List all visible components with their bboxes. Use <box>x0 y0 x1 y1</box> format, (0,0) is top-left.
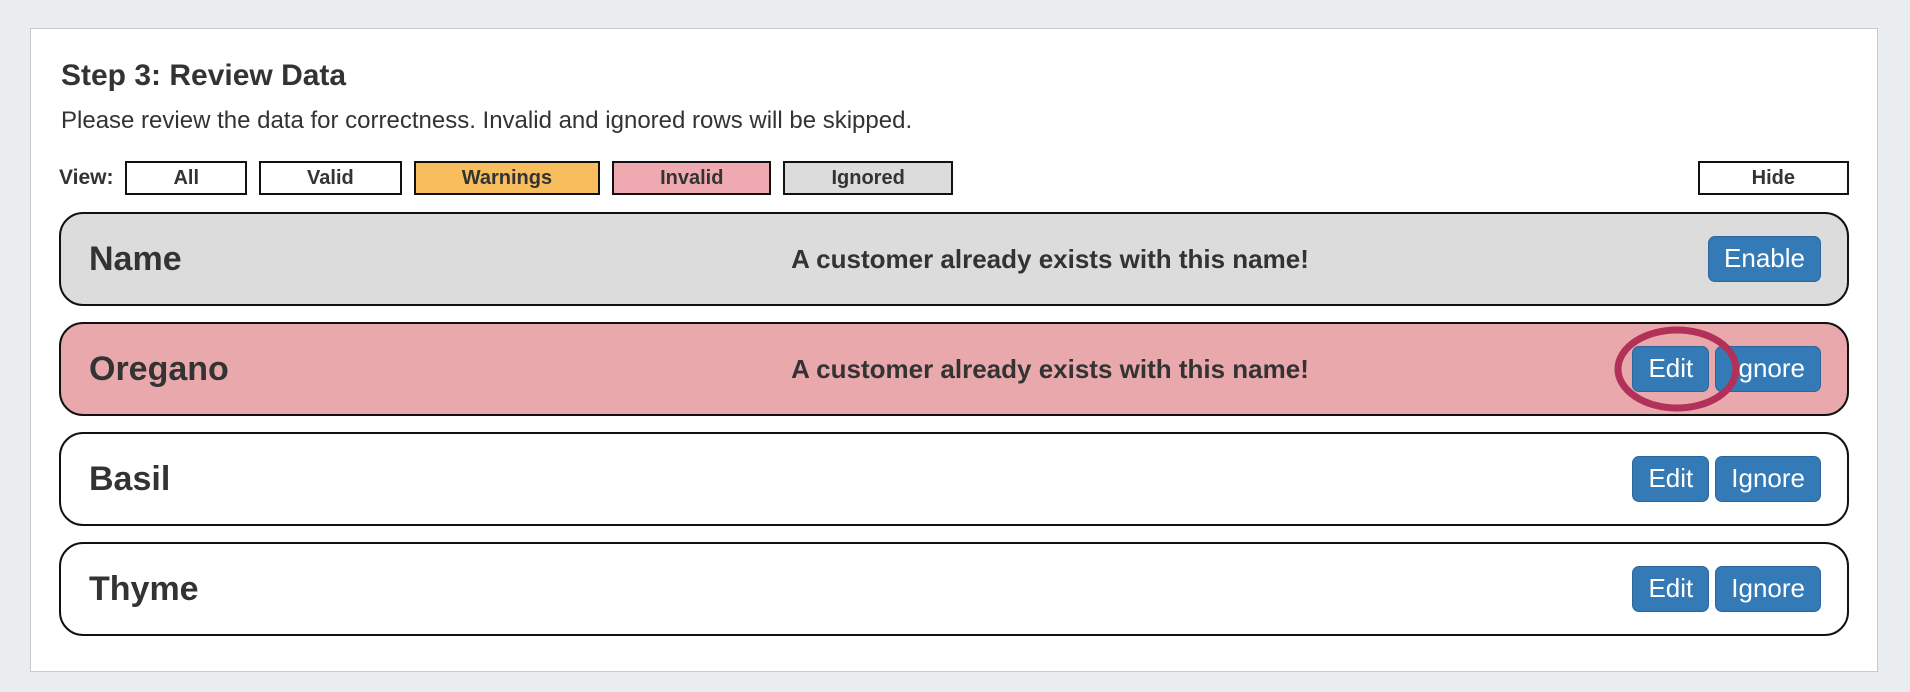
filter-button-invalid[interactable]: Invalid <box>612 161 772 195</box>
ignore-button[interactable]: Ignore <box>1715 346 1821 392</box>
filter-button-all[interactable]: All <box>125 161 248 195</box>
edit-button[interactable]: Edit <box>1632 346 1710 392</box>
view-label: View: <box>59 166 114 189</box>
row-warning-message: A customer already exists with this name… <box>791 353 1309 384</box>
row-name-label: Name <box>89 239 182 278</box>
ignore-button[interactable]: Ignore <box>1715 456 1821 502</box>
row-name-label: Oregano <box>89 349 229 388</box>
page-subtitle: Please review the data for correctness. … <box>61 107 913 134</box>
enable-button[interactable]: Enable <box>1708 236 1821 282</box>
ignore-button[interactable]: Ignore <box>1715 566 1821 612</box>
view-filter-bar: View: All Valid Warnings Invalid Ignored Hid… <box>59 161 1849 195</box>
filter-button-group: All Valid Warnings Invalid Ignored <box>125 161 953 195</box>
filter-button-ignored[interactable]: Ignored <box>783 161 953 195</box>
filter-button-valid[interactable]: Valid <box>259 161 402 195</box>
row-name: Name A customer already exists with this … <box>59 212 1849 306</box>
row-warning-message: A customer already exists with this name… <box>791 243 1309 274</box>
filter-button-warnings[interactable]: Warnings <box>413 161 601 195</box>
review-data-panel: Step 3: Review Data Please review the da… <box>30 28 1878 672</box>
page-title: Step 3: Review Data <box>61 59 347 92</box>
hide-button[interactable]: Hide <box>1697 161 1849 195</box>
row-action-buttons: Enable <box>1708 236 1821 282</box>
row-name-label: Thyme <box>89 569 199 608</box>
row-name-label: Basil <box>89 459 171 498</box>
edit-button[interactable]: Edit <box>1632 566 1710 612</box>
review-rows-list: Name A customer already exists with this … <box>59 212 1849 636</box>
edit-button[interactable]: Edit <box>1632 456 1710 502</box>
row-oregano: Oregano A customer already exists with th… <box>59 322 1849 416</box>
